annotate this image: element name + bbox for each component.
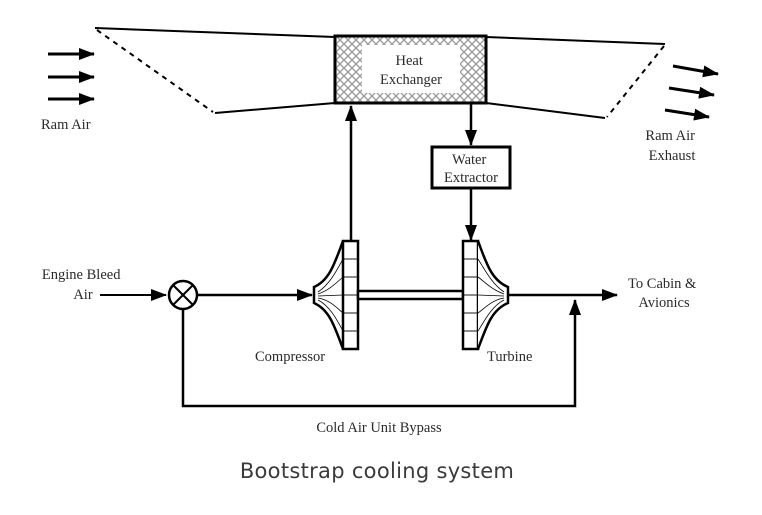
turbine-label: Turbine	[487, 349, 532, 365]
turbine-volute	[476, 240, 510, 350]
ram-air-exhaust-line-1: Ram Air	[645, 128, 695, 144]
compressor-wheel-grid	[343, 258, 358, 332]
ram-air-exhaust-line-2: Exhaust	[649, 148, 696, 164]
duct-top-outlet	[485, 36, 666, 45]
engine-bleed-air-line-1: Engine Bleed	[42, 267, 121, 283]
bypass-label: Cold Air Unit Bypass	[316, 420, 442, 436]
heat-exchanger-label-bg	[362, 45, 460, 93]
heat-exchanger-line-2: Exchanger	[380, 72, 442, 88]
duct-bottom-outlet	[485, 102, 606, 119]
compressor-volute	[312, 240, 345, 350]
duct-top-inlet	[94, 27, 336, 38]
heat-exchanger: Heat Exchanger	[333, 34, 488, 105]
turbine	[461, 239, 510, 351]
ram-air-duct	[94, 27, 666, 119]
engine-bleed-air-label: Engine Bleed Air	[42, 267, 124, 303]
ram-air-label: Ram Air	[41, 117, 91, 133]
arrow-exhaust-2	[668, 86, 715, 99]
shaft	[356, 289, 465, 301]
duct-inlet-dashed	[96, 29, 214, 113]
turbine-blades	[477, 258, 505, 332]
engine-bleed-air-line-2: Air	[73, 287, 93, 303]
water-extractor-box	[430, 145, 512, 190]
compressor	[312, 239, 360, 351]
arrow-exhaust-1	[672, 64, 719, 78]
ram-air-exhaust-arrows	[664, 64, 719, 121]
compressor-blades	[317, 258, 344, 332]
mixing-valve-cross-2	[172, 284, 194, 306]
to-cabin-line-1: To Cabin &	[628, 276, 697, 292]
ram-air-arrows	[48, 48, 95, 105]
to-cabin-label: To Cabin & Avionics	[628, 276, 700, 311]
water-extractor-line-1: Water	[452, 152, 486, 168]
mixing-valve	[167, 279, 199, 311]
ram-air-exhaust-label: Ram Air Exhaust	[645, 128, 698, 164]
arrow-exhaust-3	[664, 108, 710, 121]
compressor-label: Compressor	[255, 349, 325, 365]
water-extractor-label: Water Extractor	[444, 152, 498, 186]
duct-outlet-dashed	[606, 45, 665, 118]
heat-exchanger-line-1: Heat	[396, 53, 423, 69]
water-extractor: Water Extractor	[430, 145, 512, 190]
shaft-body	[356, 289, 465, 301]
turbine-wheel-grid	[463, 258, 478, 332]
water-extractor-line-2: Extractor	[444, 170, 498, 186]
diagram-title: Bootstrap cooling system	[240, 459, 514, 483]
cold-air-unit-bypass	[181, 299, 581, 408]
duct-bottom-inlet	[214, 102, 336, 114]
heat-exchanger-label: Heat Exchanger	[380, 53, 442, 88]
bypass-line	[181, 299, 581, 408]
to-cabin-line-2: Avionics	[638, 295, 690, 311]
